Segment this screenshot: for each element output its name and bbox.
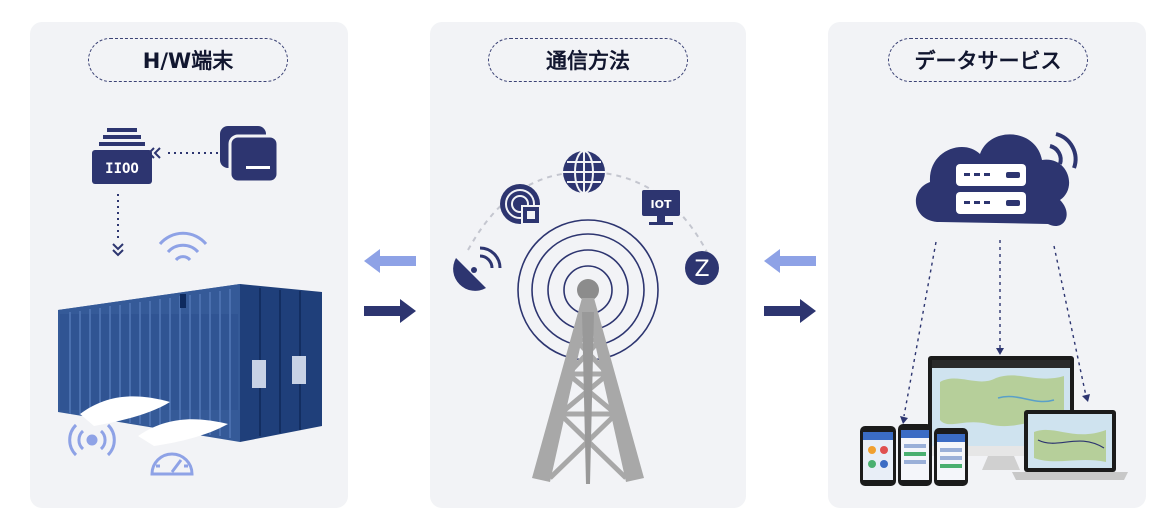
double-chevron-left-icon [147,147,161,159]
signal-ribbon-2 [138,419,228,446]
data-service-illustration [860,132,1128,486]
arrow-left-light [764,249,816,273]
sim-card-icon [220,126,280,184]
wifi-icon [158,231,208,262]
radio-signal-icon [68,423,116,457]
communication-panel: 通信方法 IOT [430,22,746,508]
arrow-left-light [364,249,416,273]
globe-icon [563,150,605,194]
arrows-comm-data [764,249,816,323]
network-arc [467,170,709,255]
laptop [1012,410,1128,480]
cloud-server-icon [915,132,1078,226]
download-dotted-lines [903,240,1087,417]
data-service-title: データサービス [888,38,1088,82]
signal-ribbon [80,396,170,426]
iot-label: IOT [651,198,672,211]
device-label: IIOO [105,161,139,177]
arrow-right-dark [364,299,416,323]
hardware-title: H/W端末 [88,38,288,82]
arrowheads [900,348,1090,424]
arrows-hw-comm [364,249,416,323]
shipping-container [58,284,322,442]
gateway-device-icon: IIOO [92,128,152,184]
smartphone-2 [898,424,932,486]
iot-monitor-icon: IOT [642,190,680,225]
rfid-icon [500,184,541,225]
hardware-panel: H/W端末 IIOO [30,22,348,508]
satellite-dish-icon [453,246,502,291]
smartphone-1 [860,426,896,486]
radio-tower [532,279,644,484]
zigbee-label: Z [694,257,709,282]
data-service-panel: データサービス [828,22,1146,508]
smartphone-3 [934,428,968,486]
hardware-illustration: IIOO [58,126,322,476]
zigbee-icon: Z [685,251,719,285]
speedometer-icon [150,452,194,476]
communication-illustration: IOT Z [453,150,719,484]
double-chevron-down-icon [112,243,124,257]
communication-title: 通信方法 [488,38,688,82]
arrow-right-dark [764,299,816,323]
